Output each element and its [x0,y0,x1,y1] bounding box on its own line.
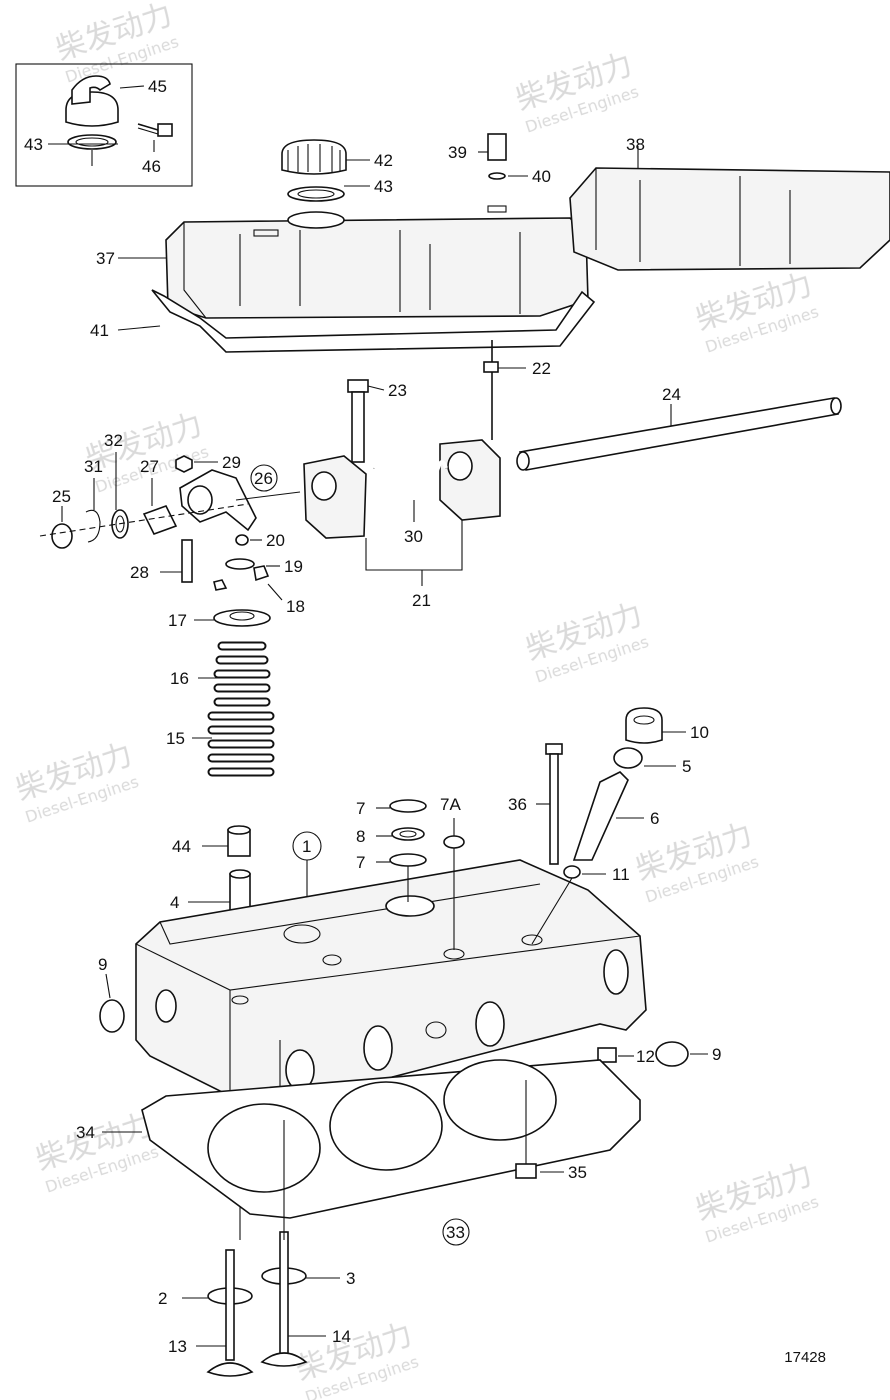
callout-19: 19 [284,557,303,576]
rocker-arm-assembly: 24 22 23 30 21 26 29 [39,340,842,610]
rocker-cover-assembly: 37 41 42 43 39 40 [90,133,596,353]
callout-25: 25 [52,487,71,506]
injector-components: 10 5 6 11 36 7 8 7 7A [356,707,709,950]
callout-16: 16 [170,669,189,688]
callout-20: 20 [266,531,285,550]
cylinder-head: 1 [135,831,647,1107]
callout-37: 37 [96,249,115,268]
callout-39: 39 [448,143,467,162]
callout-7A: 7A [440,795,461,814]
callout-8: 8 [356,827,365,846]
callout-44: 44 [172,837,191,856]
callout-43: 43 [374,177,393,196]
second-rocker-cover: 38 [569,135,890,271]
callout-30: 30 [404,527,423,546]
callout-3: 3 [346,1269,355,1288]
callout-15: 15 [166,729,185,748]
callout-23: 23 [388,381,407,400]
callout-27: 27 [140,457,159,476]
callout-28: 28 [130,563,149,582]
callout-40: 40 [532,167,551,186]
callout-5: 5 [682,757,691,776]
callout-14: 14 [332,1327,351,1346]
callout-34: 34 [76,1123,95,1142]
callout-7: 7 [356,853,365,872]
callout-41: 41 [90,321,109,340]
callout-29: 29 [222,453,241,472]
callout-11: 11 [612,865,630,884]
callout-6: 6 [650,809,659,828]
valve-springs [207,641,275,777]
callout-13: 13 [168,1337,187,1356]
callout-33: 33 [446,1223,465,1242]
callout-21: 21 [412,591,431,610]
head-gasket: 34 35 33 [76,1059,641,1246]
callout-12: 12 [636,1047,655,1066]
callout-26: 26 [254,469,273,488]
inset-oil-filler-box: 45 43 46 [15,63,193,187]
callout-46: 46 [142,157,161,176]
core-plugs: 9 12 9 [98,955,721,1067]
callout-17: 17 [168,611,187,630]
callout-24: 24 [662,385,681,404]
callout-10: 10 [690,723,709,742]
callout-9: 9 [712,1045,721,1064]
spacer-spring [372,460,448,476]
callout-7: 7 [356,799,365,818]
callout-4: 4 [170,893,179,912]
callout-32: 32 [104,431,123,450]
valves: 2 3 13 14 [158,1120,355,1377]
callout-31: 31 [84,457,103,476]
callout-9: 9 [98,955,107,974]
callout-36: 36 [508,795,527,814]
callout-38: 38 [626,135,645,154]
callout-2: 2 [158,1289,167,1308]
drawing-number: 17428 [784,1349,826,1366]
callout-22: 22 [532,359,551,378]
callout-35: 35 [568,1163,587,1182]
callout-1: 1 [302,837,311,856]
callout-18: 18 [286,597,305,616]
callout-45: 45 [148,77,167,96]
callout-42: 42 [374,151,393,170]
callout-43: 43 [24,135,43,154]
